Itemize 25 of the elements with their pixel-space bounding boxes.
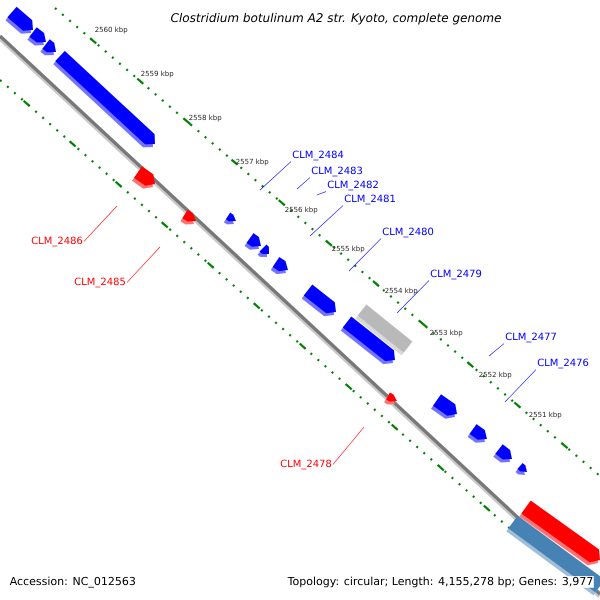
genome-info-text: Topology: circular; Length: 4,155,278 bp; Genes: 3,977 xyxy=(287,576,594,588)
leader-line xyxy=(332,426,364,465)
gene-label: CLM_2479 xyxy=(430,270,482,280)
accession-text: Accession: NC_012563 xyxy=(10,576,135,588)
gene-label: CLM_2484 xyxy=(292,150,344,160)
gene-label: CLM_2482 xyxy=(328,180,378,190)
gene-label: CLM_2478 xyxy=(280,460,332,470)
leader-line xyxy=(348,238,382,272)
leader-line xyxy=(84,206,118,242)
leader-line xyxy=(316,191,326,196)
leader-line xyxy=(126,246,160,283)
leader-line xyxy=(310,205,344,236)
gene-label: CLM_2483 xyxy=(312,166,362,176)
gene-label: CLM_2486 xyxy=(32,236,82,246)
leader-line xyxy=(504,369,536,402)
leader-line xyxy=(260,161,292,190)
gene-label: CLM_2481 xyxy=(344,194,395,204)
leader-line xyxy=(396,280,430,314)
gene-label: CLM_2476 xyxy=(538,358,588,368)
leader-line xyxy=(488,343,504,356)
leader-line xyxy=(296,177,310,190)
gene-label: CLM_2485 xyxy=(74,278,125,288)
gene-label: CLM_2477 xyxy=(506,332,556,342)
title: Clostridium botulinum A2 str. Kyoto, complete genome xyxy=(171,12,501,24)
gene-label: CLM_2480 xyxy=(382,228,434,238)
